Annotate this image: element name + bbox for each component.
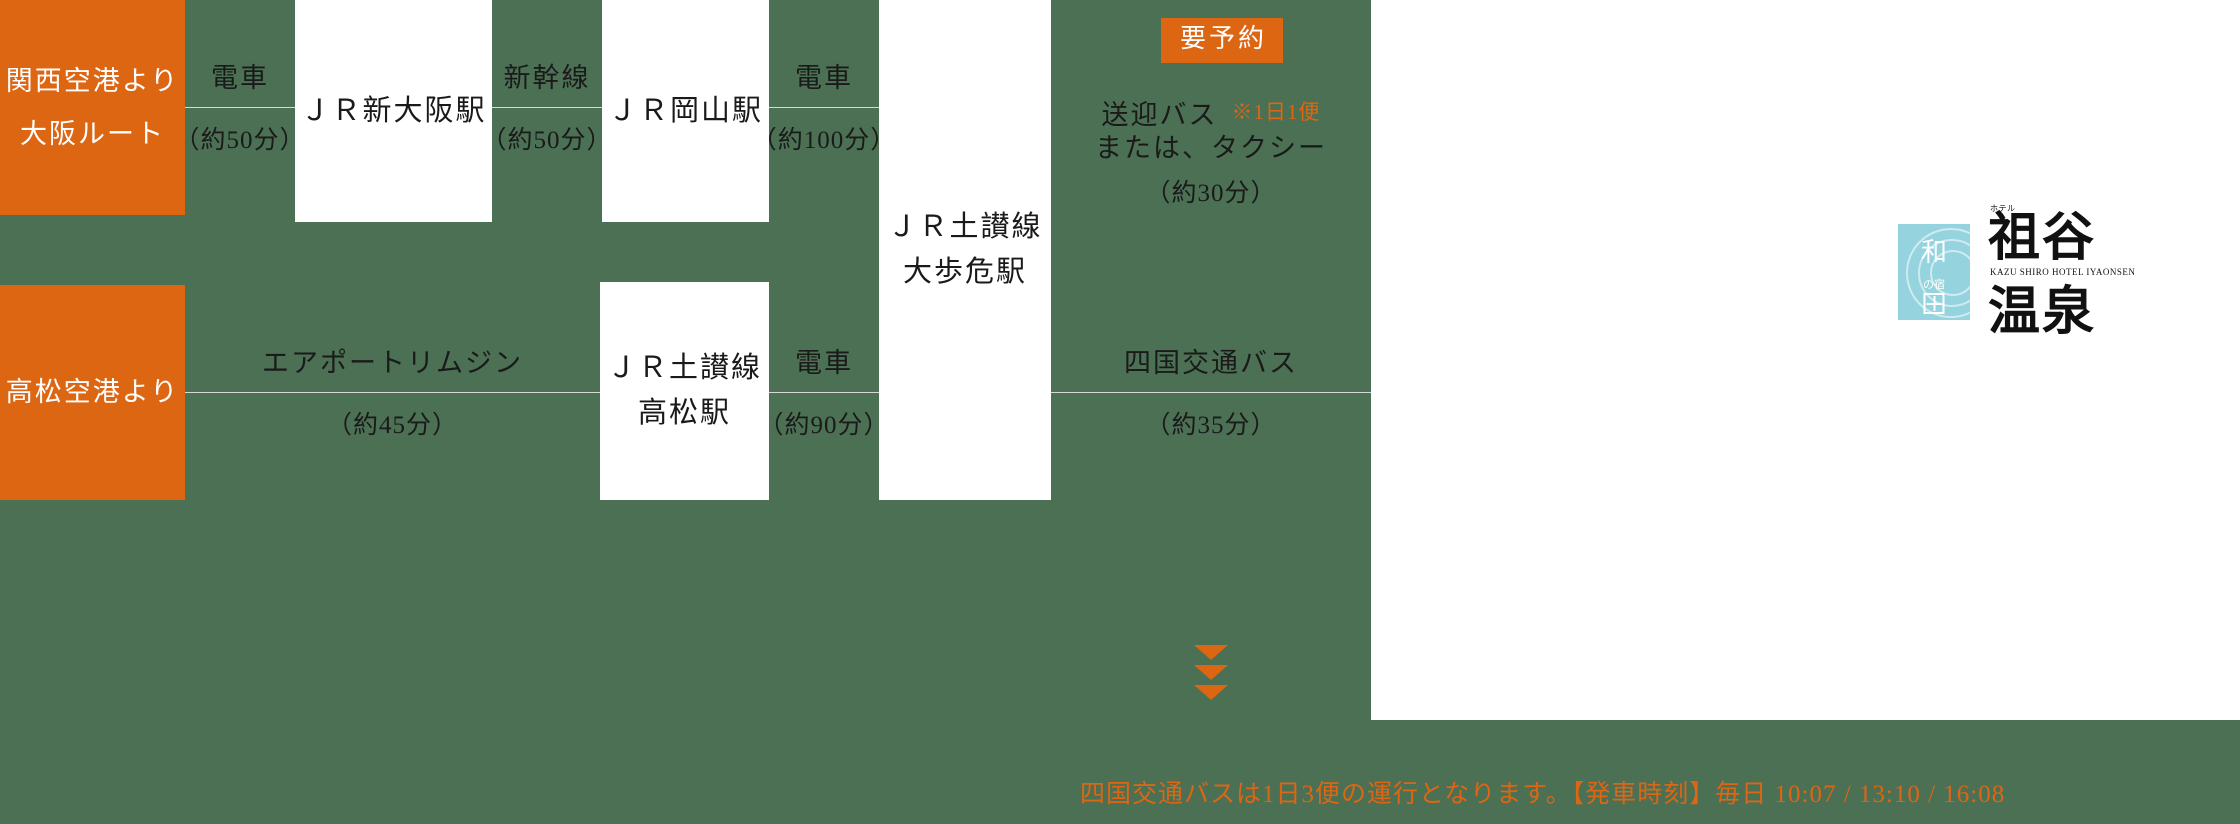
segment-mode-label: 電車 [795,347,853,378]
logo-mark-icon: 和 の宿 [1898,224,1970,320]
segment-divider [1051,391,1371,394]
origin-kansai-airport: 関西空港より 大阪ルート [0,0,185,215]
station-takamatsu-line1: ＪＲ土讃線 [606,352,762,385]
station-oboke-line1: ＪＲ土讃線 [887,211,1043,244]
origin-kansai-line2: 大阪ルート [20,118,165,149]
taxi-alt-label: または、タクシー [1095,133,1327,163]
segment-shinosaka-to-okayama: 新幹線 （約50分） [481,0,613,215]
origin-takamatsu-line1: 高松空港より [5,377,180,408]
segment-divider [185,106,295,109]
station-oboke: ＪＲ土讃線 大歩危駅 [879,0,1051,500]
segment-kansai-to-shinosaka: 電車 （約50分） [174,0,306,215]
shuttle-bus-frequency-note: ※1日1便 [1231,99,1321,124]
logo-mark-kanji: 和 [1920,238,1947,267]
origin-kansai-line1: 関西空港より [5,65,180,96]
logo-romaji: KAZU SHIRO HOTEL IYAONSEN [1990,267,2136,277]
logo-name-line1: 祖谷 [1988,210,2097,267]
logo-mark-sub: の宿 [1923,279,1945,291]
station-shin-osaka: ＪＲ新大阪駅 [295,0,492,222]
logo-mark-square-icon [1923,293,1945,314]
segment-duration-label: （約35分） [1145,412,1277,440]
segment-takamatsu-airport-to-station: エアポートリムジン （約45分） [185,285,600,500]
station-okayama-label: ＪＲ岡山駅 [607,94,763,127]
origin-takamatsu-airport: 高松空港より [0,285,185,500]
station-oboke-line2: 大歩危駅 [902,256,1027,288]
taxi-duration-label: （約30分） [1145,180,1277,207]
segment-okayama-to-oboke: 電車 （約100分） [751,0,897,215]
chevron-down-icon [1194,645,1228,660]
segment-mode-label: 新幹線 [503,62,591,93]
logo-wordmark: ホテル 祖谷 KAZU SHIRO HOTEL IYAONSEN 温泉 [1988,205,2135,339]
logo-ruby: ホテル [1990,204,2016,213]
segment-duration-label: （約100分） [751,127,897,155]
chevron-down-icon [1194,685,1228,700]
station-takamatsu: ＪＲ土讃線 高松駅 [600,282,769,500]
segment-duration-label: （約90分） [758,412,890,440]
segment-divider [492,106,602,109]
segment-divider [769,391,879,394]
station-takamatsu-line2: 高松駅 [637,397,731,429]
logo-name-line2: 温泉 [1988,284,2097,341]
segment-divider [185,391,600,394]
segment-duration-label: （約50分） [174,127,306,155]
segment-mode-label: 電車 [795,62,853,93]
arrow-down-group [1194,645,1228,700]
segment-mode-label: 四国交通バス [1124,347,1298,378]
segment-takamatsu-to-oboke: 電車 （約90分） [758,285,890,500]
segment-mode-label: 電車 [211,62,269,93]
hotel-logo: 和 の宿 ホテル 祖谷 KAZU SHIRO HOTEL IYAONSEN 温泉 [1898,205,2135,339]
segment-oboke-to-hotel-shikoku-bus: 四国交通バス （約35分） [1051,285,1371,500]
segment-mode-label: エアポートリムジン [262,347,523,378]
segment-oboke-to-hotel-shuttle: 要予約 送迎バス ※1日1便 または、タクシー （約30分） [1051,0,1371,215]
shikoku-bus-schedule-caption: 四国交通バスは1日3便の運行となります。【発車時刻】毎日 10:07 / 13:… [1080,781,2006,808]
segment-divider [769,106,879,109]
reservation-required-badge: 要予約 [1161,18,1284,63]
hotel-destination-panel [1371,0,2240,720]
station-okayama: ＪＲ岡山駅 [602,0,769,222]
shuttle-bus-label: 送迎バス [1101,100,1218,130]
segment-duration-label: （約45分） [326,412,458,440]
chevron-down-icon [1194,665,1228,680]
segment-duration-label: （約50分） [481,127,613,155]
station-shin-osaka-label: ＪＲ新大阪駅 [300,94,487,127]
